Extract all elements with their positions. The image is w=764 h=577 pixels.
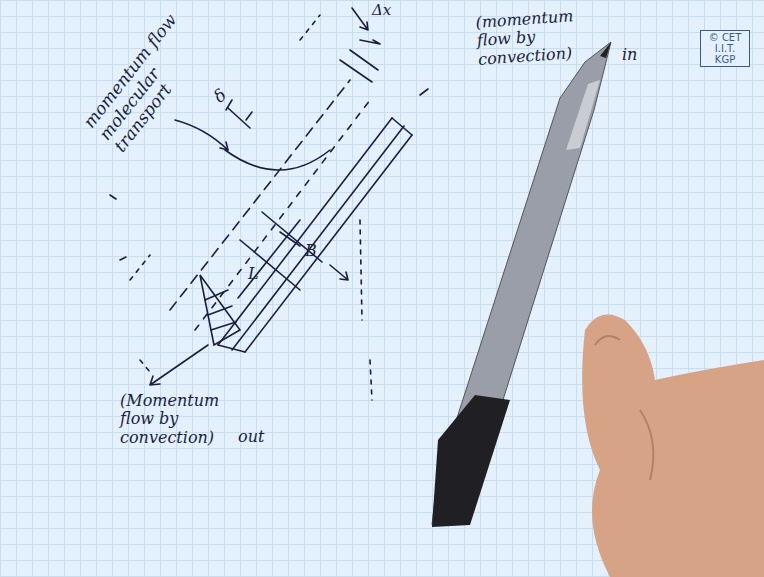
plate-edge xyxy=(218,118,392,345)
dimension-label: L xyxy=(248,265,268,283)
hand xyxy=(582,314,764,577)
dimension-label: δ xyxy=(210,79,238,107)
plate-edge xyxy=(392,118,412,135)
flow-arrow xyxy=(360,40,380,44)
flow-label: in xyxy=(622,46,652,64)
pen xyxy=(432,42,611,527)
film-surface xyxy=(195,100,370,330)
velocity-profile xyxy=(200,275,240,345)
flow-label: out xyxy=(238,428,278,446)
plate-edge xyxy=(218,345,245,352)
dash-line xyxy=(140,220,372,400)
flow-label: (momentum flow by convection) xyxy=(475,5,604,69)
flow-arrow xyxy=(150,345,208,385)
dimension-label: Δx xyxy=(372,2,412,19)
plate-edge xyxy=(232,126,404,350)
leader-line xyxy=(175,120,228,150)
plate-edge xyxy=(245,135,412,352)
leader-line xyxy=(225,150,330,170)
dimension-line xyxy=(238,220,300,298)
dimension-line xyxy=(280,232,348,280)
annotation: momentum flow molecular transport xyxy=(80,2,219,156)
dimension-label: B xyxy=(305,242,325,260)
watermark: © CET I.I.T. KGP xyxy=(700,30,750,67)
velocity-arrows xyxy=(205,290,236,330)
flow-arrow xyxy=(352,8,368,30)
film-surface xyxy=(170,80,350,310)
dimension-line xyxy=(226,100,252,128)
shell-line xyxy=(340,50,378,82)
arrowhead xyxy=(220,142,228,150)
flow-label: (Momentum flow by convection) xyxy=(120,392,245,447)
